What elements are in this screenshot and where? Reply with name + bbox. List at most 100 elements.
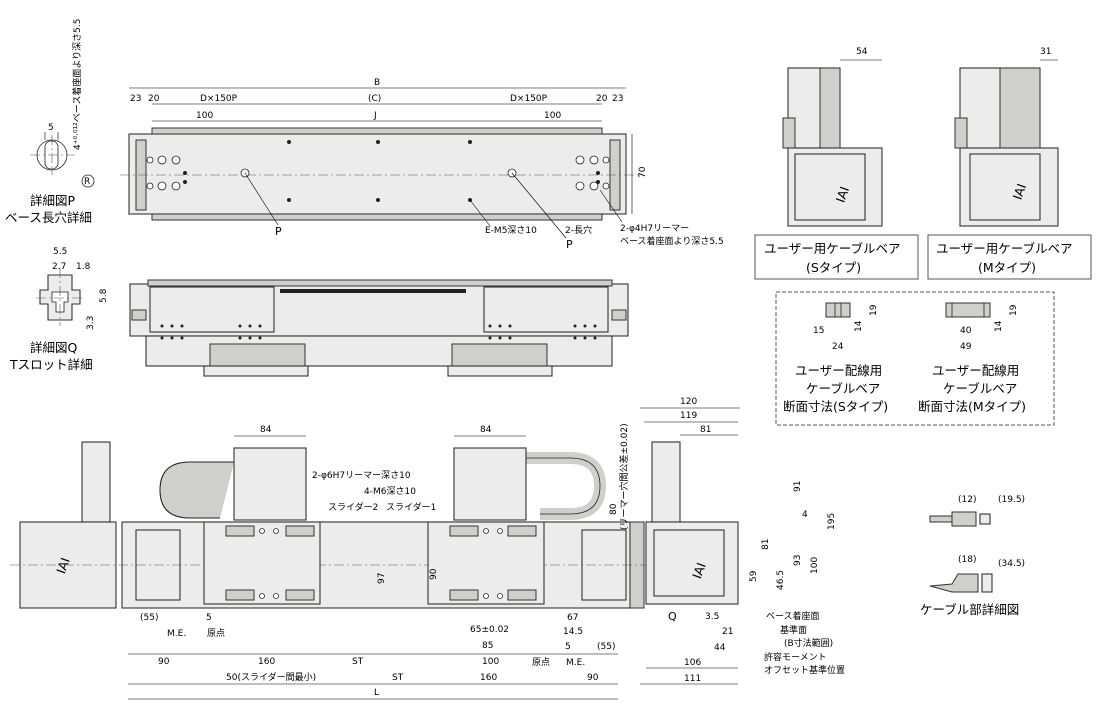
dim-100: 100: [482, 657, 499, 667]
dim-54: 54: [856, 47, 868, 57]
note-moment: 許容モーメント: [764, 651, 827, 663]
dim-70: 70: [638, 166, 648, 178]
label-q: Q: [668, 610, 677, 623]
note-slot: 2-長穴: [565, 224, 592, 236]
cable-d34-5: (34.5): [998, 559, 1025, 569]
detail-p-width: 5: [48, 123, 54, 133]
q-d4: 5.8: [99, 288, 109, 303]
dim-st-1: ST: [352, 657, 364, 667]
q-d3: 1.8: [76, 262, 91, 272]
detail-p-subtitle: ベース長穴詳細: [5, 210, 92, 225]
cable-m-label: ユーザー用ケーブルベア: [936, 241, 1073, 256]
dim-100-right: 100: [544, 111, 561, 121]
iai-logo-s: IAI: [833, 184, 853, 204]
top-view: B (C) D×150P D×150P 23 20 20 23 100 J 10…: [120, 78, 724, 251]
cable-s-type: (Sタイプ): [806, 260, 861, 275]
dim-23-left: 23: [130, 94, 141, 104]
dim-90-b: 90: [587, 673, 599, 683]
dim-90-a: 90: [158, 657, 170, 667]
cable-m-type: (Mタイプ): [978, 260, 1036, 275]
dim-j: J: [373, 111, 377, 121]
detail-q-subtitle: Tスロット詳細: [9, 357, 93, 372]
dim-120: 120: [680, 397, 697, 407]
dim-dx-right: D×150P: [510, 94, 548, 104]
note-m6: 4-M6深さ10: [364, 486, 416, 497]
note-moment-offset: オフセット基準位置: [764, 664, 845, 676]
note-ref-face: 基準面: [780, 624, 807, 636]
dim-55-right: (55): [597, 642, 615, 652]
detail-q: 5.5 2.7 1.8 5.8 3.3 詳細図Q Tスロット詳細: [9, 247, 109, 372]
note-ream-front: 2-φ6H7リーマー深さ10: [312, 470, 411, 481]
note-ream2: ベース着座面より深さ5.5: [620, 235, 724, 247]
dim-97: 97: [377, 573, 387, 584]
cable-d12: (12): [958, 495, 976, 505]
label-slider1: スライダー1: [386, 501, 436, 513]
dim-100-left: 100: [196, 111, 213, 121]
detail-q-title: 詳細図Q: [30, 340, 78, 355]
detail-p: 5 4⁺⁰·⁰¹²ベース着座面より深さ5.5 R 詳細図P ベース長穴詳細: [5, 19, 95, 225]
q-d5: 3.3: [86, 316, 96, 330]
dim-23-right: 23: [612, 94, 623, 104]
dim-100-vert: 100: [810, 557, 820, 574]
front-view: IAI 84 84 2-φ6H7リーマー深さ10 4-M6深さ10 スライダー2: [10, 423, 650, 700]
dim-195: 195: [827, 513, 837, 530]
dim-3-5: 3.5: [705, 612, 719, 622]
m-w2: 49: [960, 342, 972, 352]
dim-91: 91: [793, 481, 803, 492]
dim-st-2: ST: [392, 673, 404, 683]
dim-84-left: 84: [260, 425, 272, 435]
dim-67: 67: [567, 613, 578, 623]
detail-p-depth-note: 4⁺⁰·⁰¹²ベース着座面より深さ5.5: [71, 19, 83, 150]
dim-119: 119: [680, 411, 697, 421]
label-p-left: P: [275, 225, 282, 238]
dim-dx-left: D×150P: [200, 94, 238, 104]
cable-detail: (12) (19.5) (18) (34.5) ケーブル部詳細図: [920, 495, 1025, 617]
me-left: M.E.: [167, 629, 186, 639]
dim-106: 106: [684, 658, 701, 668]
cable-s-label: ユーザー用ケーブルベア: [764, 241, 901, 256]
s-label2: ケーブルベア: [806, 381, 880, 396]
m-label1: ユーザー配線用: [932, 363, 1019, 378]
s-w2: 24: [832, 342, 844, 352]
m-h2: 19: [1009, 304, 1019, 316]
origin-left: 原点: [207, 628, 225, 639]
dim-111: 111: [684, 674, 701, 684]
cable-bear-s-view: IAI 54 ユーザー用ケーブルベア (Sタイプ): [754, 47, 919, 280]
dim-93: 93: [793, 555, 803, 566]
s-w1: 15: [813, 326, 824, 336]
label-p-right: P: [566, 238, 573, 251]
ream-tolerance: (リーマー穴間公差±0.02): [618, 423, 630, 530]
detail-p-radius: R: [84, 177, 90, 187]
dim-50-min: 50(スライダー間最小): [226, 671, 316, 683]
cable-d19-5: (19.5): [998, 495, 1025, 505]
cable-d18: (18): [958, 555, 976, 565]
note-base-seat: ベース着座面: [766, 610, 820, 622]
note-e-m5: E-M5深さ10: [485, 225, 537, 236]
m-label2: ケーブルベア: [943, 381, 1017, 396]
dim-81: 81: [700, 425, 711, 435]
dim-20-right: 20: [596, 94, 608, 104]
me-right: M.E.: [566, 658, 585, 668]
right-hole-cluster: [575, 155, 610, 191]
dim-160-b: 160: [480, 673, 497, 683]
origin-right: 原点: [532, 657, 550, 668]
left-hole-cluster: [146, 155, 187, 191]
dim-84-right: 84: [480, 425, 492, 435]
dim-160-a: 160: [258, 657, 275, 667]
dim-5-right: 5: [565, 642, 571, 652]
dim-5-left: 5: [206, 613, 212, 623]
dim-46-5: 46.5: [776, 570, 786, 590]
detail-p-title: 詳細図P: [30, 193, 76, 208]
dim-l: L: [374, 688, 379, 698]
dim-20-left: 20: [148, 94, 160, 104]
dim-55-left: (55): [140, 613, 158, 623]
s-label1: ユーザー配線用: [795, 363, 882, 378]
dim-81-vert: 81: [761, 539, 771, 550]
dim-90-vert: 90: [429, 568, 439, 580]
dim-4: 4: [802, 510, 808, 520]
cable-bear-m-view: IAI 31 ユーザー用ケーブルベア (Mタイプ): [927, 47, 1092, 280]
note-ream1: 2-φ4H7リーマー: [620, 224, 689, 234]
section-dimension-box: 15 24 14 19 ユーザー配線用 ケーブルベア 断面寸法(Sタイプ) 40…: [775, 291, 1055, 426]
side-view: IAI 120 119 81 91 4 195 59 81 46.5 93 10…: [640, 397, 845, 685]
